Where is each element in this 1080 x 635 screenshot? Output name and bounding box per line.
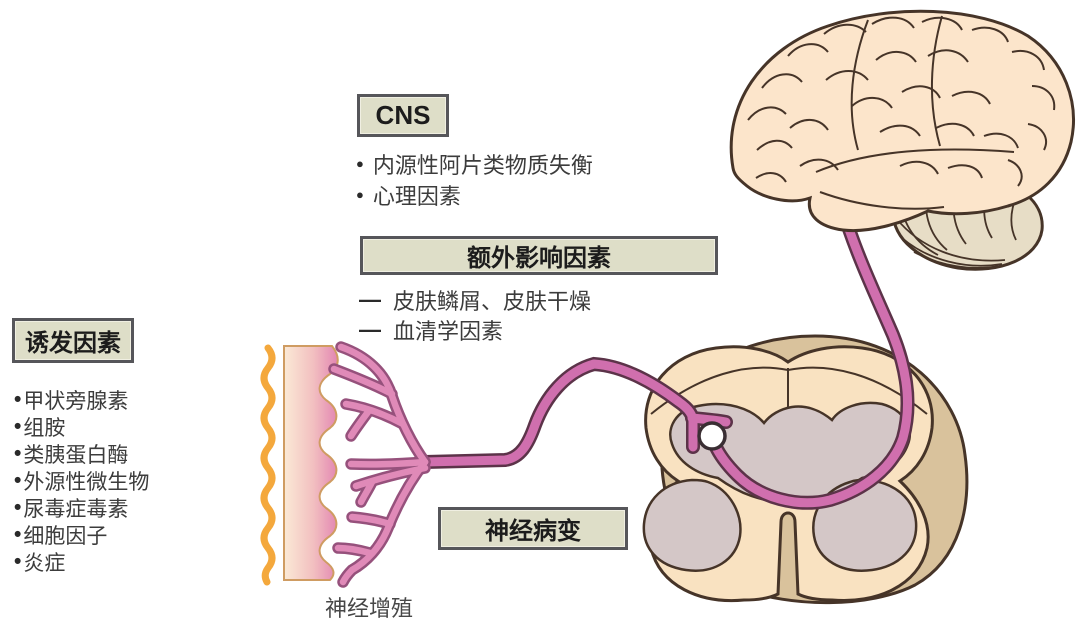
list-item: • 甲状旁腺素 — [14, 386, 149, 413]
list-item-label: 组胺 — [23, 416, 66, 440]
list-item: • 炎症 — [14, 548, 149, 575]
synapse-circle — [697, 421, 727, 451]
list-item: • 组胺 — [14, 413, 149, 440]
bullet-icon: ● — [356, 187, 364, 202]
gray-matter-ventral-left — [642, 478, 742, 572]
list-item: • 类胰蛋白酶 — [14, 440, 149, 467]
bullet-icon: • — [14, 522, 22, 546]
skin-layer — [283, 345, 339, 581]
bullet-icon: • — [14, 468, 22, 492]
nerve-branches-illustration — [328, 341, 431, 588]
extra-factor-list: — 皮肤鳞屑、皮肤干燥 — 血清学因素 — [359, 285, 591, 345]
list-item: ● 内源性阿片类物质失衡 — [356, 148, 593, 179]
bullet-icon: • — [14, 549, 22, 573]
dash-icon: — — [359, 317, 381, 342]
afferent-nerve-fiber — [418, 356, 733, 469]
list-item: • 尿毒症毒素 — [14, 494, 149, 521]
list-item-label: 外源性微生物 — [23, 470, 150, 494]
list-item-label: 甲状旁腺素 — [23, 389, 129, 413]
list-item: — 皮肤鳞屑、皮肤干燥 — [359, 285, 591, 315]
brain-illustration — [729, 9, 1075, 271]
extra-factors-label: 额外影响因素 — [467, 245, 611, 272]
bullet-icon: • — [14, 414, 22, 438]
skin-surface-wave — [260, 344, 276, 586]
list-item: • 外源性微生物 — [14, 467, 149, 494]
cns-label-box: CNS — [357, 94, 449, 137]
spinal-cord-illustration — [642, 334, 969, 605]
nerve-proliferation-label: 神经增殖 — [325, 596, 414, 621]
neuropathy-label: 神经病变 — [485, 518, 581, 545]
neuropathy-label-box: 神经病变 — [438, 507, 628, 550]
bullet-icon: • — [14, 441, 22, 465]
list-item-label: 心理因素 — [372, 183, 461, 209]
trigger-factor-list: • 甲状旁腺素 • 组胺 • 类胰蛋白酶 • 外源性微生物 • 尿毒症毒素 • … — [14, 386, 149, 575]
extra-factors-label-box: 额外影响因素 — [360, 236, 718, 275]
list-item-label: 内源性阿片类物质失衡 — [372, 152, 593, 178]
list-item-label: 类胰蛋白酶 — [23, 443, 129, 467]
list-item: ● 心理因素 — [356, 179, 593, 210]
dash-icon: — — [359, 287, 381, 312]
skin-illustration — [260, 344, 339, 586]
bullet-icon: ● — [356, 156, 364, 171]
list-item-label: 细胞因子 — [23, 524, 108, 548]
triggers-label-box: 诱发因素 — [12, 318, 134, 363]
cns-label: CNS — [375, 100, 431, 130]
list-item: • 细胞因子 — [14, 521, 149, 548]
brain-gyri — [747, 15, 1056, 210]
list-item-label: 尿毒症毒素 — [23, 497, 129, 521]
cerebrum-outline — [729, 9, 1075, 233]
bullet-icon: • — [14, 495, 22, 519]
cns-factor-list: ● 内源性阿片类物质失衡 ● 心理因素 — [356, 148, 593, 210]
list-item-label: 皮肤鳞屑、皮肤干燥 — [393, 289, 592, 314]
ascending-nerve-fiber — [708, 203, 915, 510]
bullet-icon: • — [14, 387, 22, 411]
list-item-label: 炎症 — [23, 551, 66, 575]
list-item: — 血清学因素 — [359, 315, 591, 345]
list-item-label: 血清学因素 — [393, 319, 504, 344]
triggers-label: 诱发因素 — [25, 330, 121, 357]
